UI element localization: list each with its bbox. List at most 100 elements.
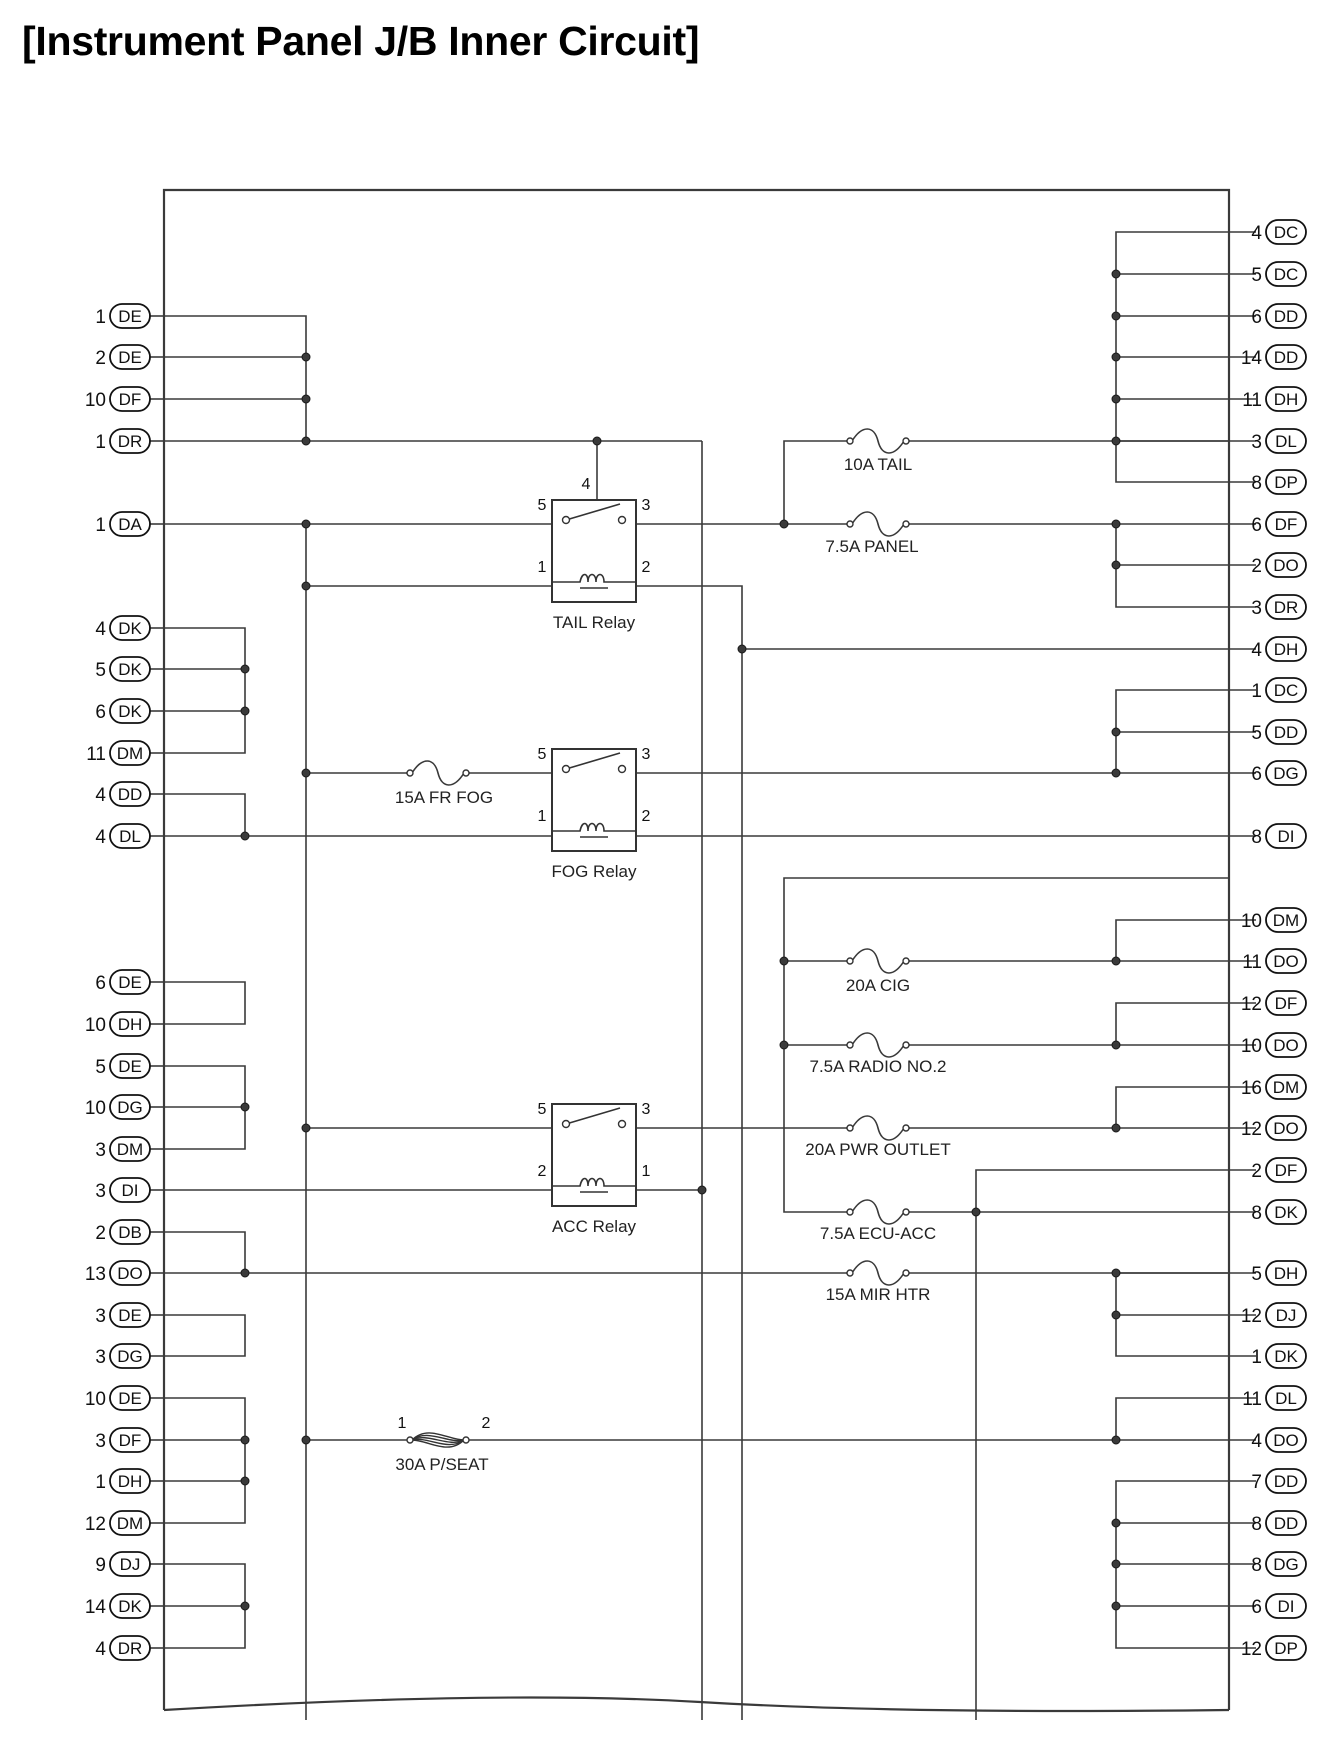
wiring <box>150 188 1256 1720</box>
connector-code: DR <box>1274 598 1299 617</box>
connector-oval <box>109 1510 151 1536</box>
connector-code: DF <box>1275 1161 1298 1180</box>
fuse-label: 20A PWR OUTLET <box>805 1140 950 1159</box>
pin-number: 9 <box>95 1555 106 1576</box>
wire-segment <box>164 1314 246 1357</box>
wire-segment <box>164 1231 246 1273</box>
connector-code: DK <box>118 1597 142 1616</box>
connector-oval <box>1265 907 1307 933</box>
connector-oval <box>1265 511 1307 537</box>
connector-code: DM <box>117 744 143 763</box>
pin-number: 7 <box>1251 1472 1262 1493</box>
relay-label: ACC Relay <box>552 1217 637 1236</box>
junction-dot <box>1111 269 1121 279</box>
junction-dot <box>1111 1601 1121 1611</box>
pin-number: 14 <box>85 1597 107 1618</box>
pin-number: 12 <box>1241 1119 1262 1140</box>
wire-segment <box>164 981 246 1025</box>
jb-frame-break <box>163 1696 1230 1713</box>
connector-code: DF <box>119 1431 142 1450</box>
pin-number: 6 <box>1251 307 1262 328</box>
connector-oval <box>109 1260 151 1286</box>
fuse-7-5a-radio-no-2: 7.5A RADIO NO.2 <box>810 1032 947 1076</box>
fuse-element <box>846 1115 910 1141</box>
connector-code: DE <box>118 307 142 326</box>
pin-number: 8 <box>1251 473 1262 494</box>
connector-oval <box>1265 990 1307 1016</box>
relay-terminal <box>561 764 571 774</box>
connector-oval <box>1265 594 1307 620</box>
relay-terminal-number: 1 <box>538 559 547 576</box>
relay-terminal <box>617 515 627 525</box>
junction-dot <box>1111 352 1121 362</box>
junction-dot <box>971 1207 981 1217</box>
connector-code: DO <box>1273 556 1299 575</box>
connector-oval <box>109 1136 151 1162</box>
jb-frame <box>162 188 1231 1710</box>
connector-oval <box>1265 1157 1307 1183</box>
connector-oval <box>1265 261 1307 287</box>
connector-oval <box>1265 677 1307 703</box>
connector-oval <box>1265 760 1307 786</box>
connector-oval <box>109 1551 151 1577</box>
junction-dot <box>240 1601 250 1611</box>
relay-terminal-number: 5 <box>538 746 547 763</box>
junction-dot <box>1111 1040 1121 1050</box>
fuse-terminal <box>462 1436 470 1444</box>
fuse-label: 30A P/SEAT <box>395 1455 488 1474</box>
connector-oval <box>109 1593 151 1619</box>
pin-number: 8 <box>1251 1203 1262 1224</box>
connector-oval <box>109 615 151 641</box>
connector-oval <box>109 1635 151 1661</box>
pin-number: 3 <box>95 1306 106 1327</box>
fuse-terminal <box>902 1208 910 1216</box>
junction-dot <box>301 436 311 446</box>
connector-code: DE <box>118 1389 142 1408</box>
connector-code: DG <box>1273 764 1299 783</box>
connector-oval <box>109 1468 151 1494</box>
connector-code: DE <box>118 973 142 992</box>
junction-dot <box>1111 1518 1121 1528</box>
wire-segment <box>164 627 246 754</box>
junction-dot <box>240 831 250 841</box>
junction-dot <box>1111 436 1121 446</box>
relay-terminal <box>617 764 627 774</box>
relay-terminal-number: 2 <box>538 1163 547 1180</box>
connector-oval <box>109 386 151 412</box>
connector-code: DO <box>1273 952 1299 971</box>
connector-oval <box>1265 1199 1307 1225</box>
connector-code: DL <box>119 827 141 846</box>
connector-oval <box>109 1302 151 1328</box>
junction-dot <box>1111 1268 1121 1278</box>
fuse-20a-pwr-outlet: 20A PWR OUTLET <box>805 1115 951 1159</box>
connector-code: DP <box>1274 1639 1298 1658</box>
junction-dot <box>592 436 602 446</box>
pin-number: 13 <box>85 1264 106 1285</box>
connector-code: DO <box>1273 1036 1299 1055</box>
junction-dot <box>779 1040 789 1050</box>
relay-contact <box>565 503 621 521</box>
connector-oval <box>1265 469 1307 495</box>
pin-number: 2 <box>1251 556 1262 577</box>
pin-number: 1 <box>1251 681 1262 702</box>
pin-number: 6 <box>1251 515 1262 536</box>
relay-terminal-number: 3 <box>642 1101 651 1118</box>
connector-oval <box>109 781 151 807</box>
